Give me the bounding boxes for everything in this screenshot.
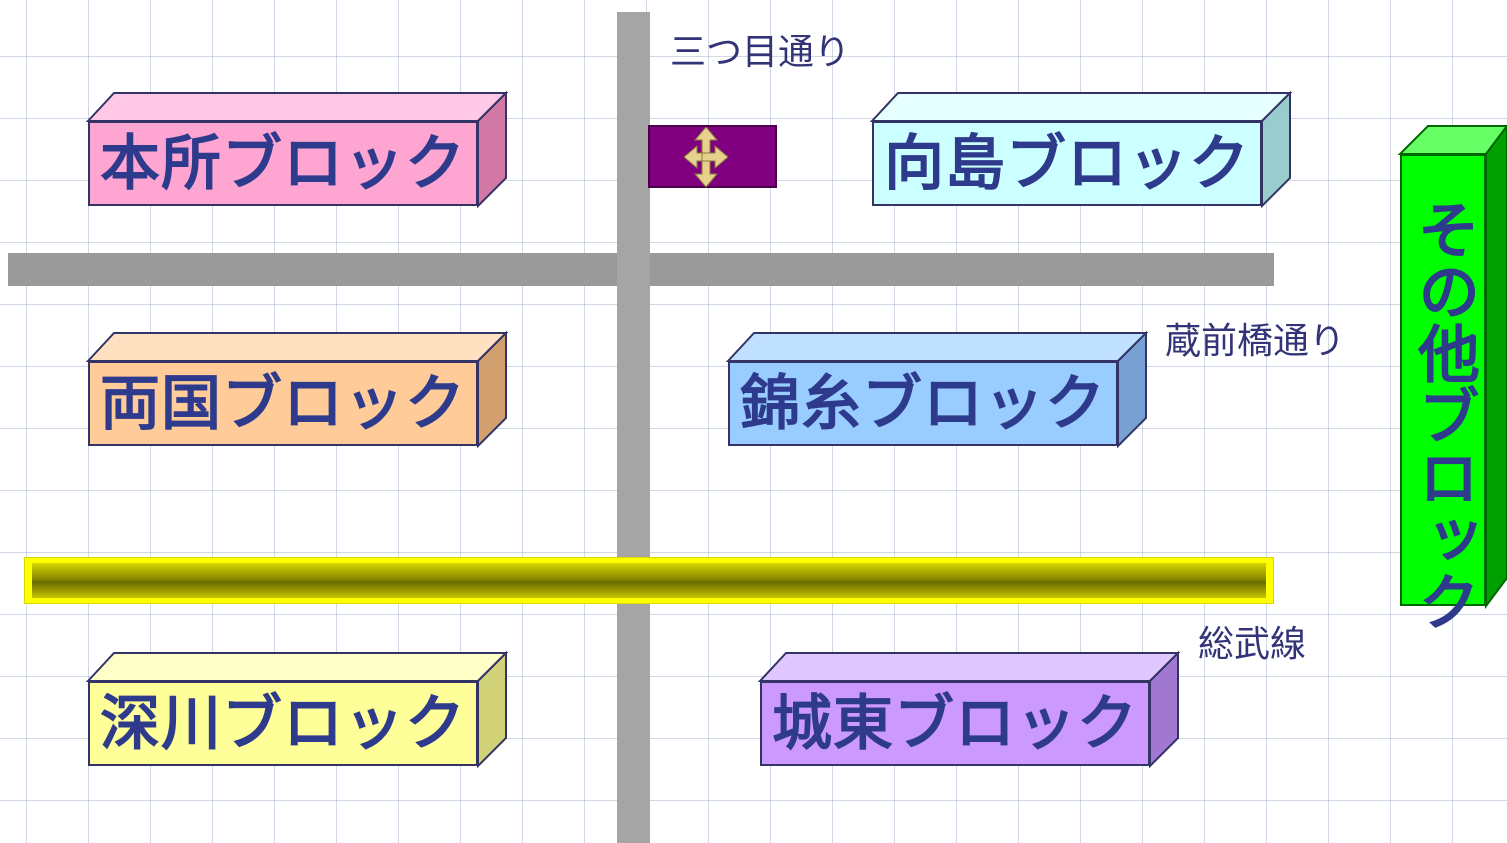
railway-bar xyxy=(32,563,1266,598)
vertical-road-mitsume xyxy=(617,12,650,843)
block-kinshi-front: 錦糸ブロック xyxy=(728,361,1118,446)
four-way-arrow-icon xyxy=(684,127,729,187)
block-fukagawa-label: 深川ブロック xyxy=(100,688,466,759)
block-other-3d-faces xyxy=(1397,124,1507,609)
block-ryogoku[interactable]: 両国ブロック xyxy=(85,330,509,449)
block-honjo-label: 本所ブロック xyxy=(100,128,466,199)
block-honjo[interactable]: 本所ブロック xyxy=(85,90,509,209)
block-mukojima-3d-faces xyxy=(869,90,1293,209)
street-label-kuramae: 蔵前橋通り xyxy=(1165,321,1346,362)
block-other[interactable]: その他ブロック xyxy=(1397,124,1507,632)
block-joto-label: 城東ブロック xyxy=(772,688,1138,759)
block-mukojima[interactable]: 向島ブロック xyxy=(869,90,1293,209)
block-mukojima-front: 向島ブロック xyxy=(872,121,1262,206)
block-ryogoku-label: 両国ブロック xyxy=(100,368,466,439)
block-other-front: その他ブロック xyxy=(1400,154,1486,632)
block-kinshi[interactable]: 錦糸ブロック xyxy=(725,330,1149,449)
block-fukagawa[interactable]: 深川ブロック xyxy=(85,650,509,769)
street-label-mitsume: 三つ目通り xyxy=(670,32,851,73)
block-fukagawa-3d-faces xyxy=(85,650,509,769)
block-joto-front: 城東ブロック xyxy=(760,681,1150,766)
block-ryogoku-front: 両国ブロック xyxy=(88,361,478,446)
sobu-line-railway xyxy=(24,557,1274,604)
block-kinshi-label: 錦糸ブロック xyxy=(740,368,1106,439)
block-other-label: その他ブロック xyxy=(1407,198,1480,632)
block-joto-3d-faces xyxy=(757,650,1181,769)
block-mukojima-label: 向島ブロック xyxy=(884,128,1250,199)
block-joto[interactable]: 城東ブロック xyxy=(757,650,1181,769)
block-fukagawa-front: 深川ブロック xyxy=(88,681,478,766)
street-label-sobu: 総武線 xyxy=(1198,624,1307,665)
block-honjo-front: 本所ブロック xyxy=(88,121,478,206)
location-marker[interactable] xyxy=(648,125,777,188)
